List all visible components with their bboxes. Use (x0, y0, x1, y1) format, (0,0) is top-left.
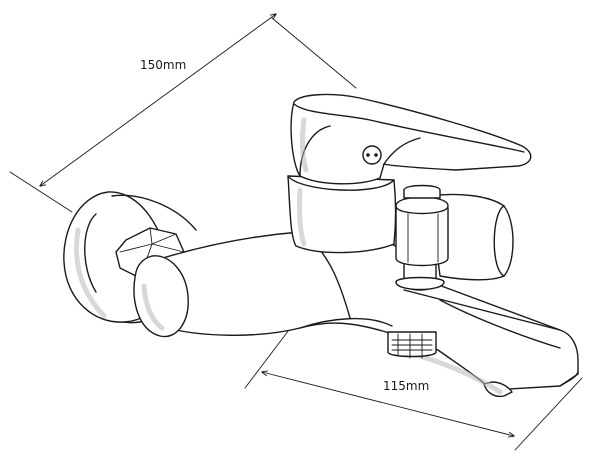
shower-outlet (387, 331, 437, 359)
bottom-dimension-arrow (262, 372, 514, 436)
top-extension-line-right (271, 17, 357, 89)
top-dimension: 150mm (9, 14, 357, 213)
diverter-knob[interactable] (395, 184, 449, 291)
spout-body (133, 231, 579, 398)
top-dimension-label: 150mm (140, 58, 186, 72)
bottom-extension-line-right (514, 377, 583, 451)
cartridge-body (287, 175, 397, 254)
side-cylinder (429, 193, 514, 281)
lever-handle[interactable] (290, 93, 532, 185)
top-dimension-arrow (40, 14, 276, 186)
top-extension-line-left (9, 171, 73, 213)
indicator-icon (362, 145, 382, 165)
bottom-dimension-label: 115mm (383, 379, 429, 393)
